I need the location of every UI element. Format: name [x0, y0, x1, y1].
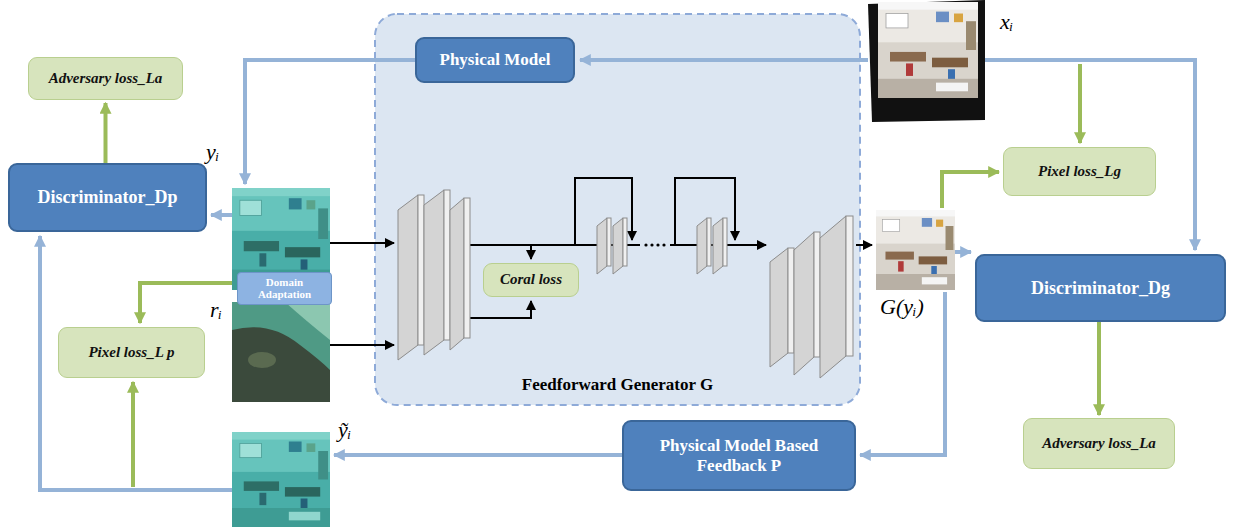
- node-text: Feedforward Generator G: [375, 375, 860, 395]
- layer-slabs-part: [713, 218, 723, 274]
- generator-arrows-part: [330, 242, 394, 244]
- node-text: Adversary loss_La: [49, 70, 163, 87]
- green-arrows: [133, 64, 1080, 487]
- process-box: Physical Model: [415, 37, 575, 83]
- layer-slabs-part: [723, 218, 727, 266]
- node-text: Pixel loss_Lg: [1038, 163, 1121, 180]
- blue-arrows-part: [860, 292, 945, 455]
- blue-arrows-part: [985, 60, 1195, 250]
- node-text: Discriminator_Dg: [1031, 278, 1170, 299]
- image-label: G(yᵢ): [880, 295, 924, 319]
- adaptation-tag: Domain Adaptation: [237, 272, 332, 305]
- layer-slabs-part: [623, 218, 627, 266]
- green-arrows-part: [140, 283, 232, 323]
- layer-slabs-part: [597, 218, 607, 274]
- generator-group: Feedforward Generator G Coral loss: [375, 14, 860, 405]
- blue-arrows-part: [334, 453, 622, 457]
- image-r: [232, 302, 330, 402]
- loss-box: Pixel loss_Lg: [1003, 147, 1156, 196]
- layer-slabs-part: [613, 218, 623, 274]
- layer-slabs-part: [707, 218, 711, 266]
- layer-slabs-part: [697, 218, 707, 274]
- ellipsis-dots-part: [650, 243, 653, 246]
- layer-slabs-part: [444, 190, 450, 340]
- layer-slabs-part: [424, 190, 444, 355]
- layer-slabs-part: [846, 216, 853, 356]
- node-text: Discriminator_Dp: [38, 187, 178, 208]
- ellipsis-dots-part: [656, 243, 659, 246]
- image-label: rᵢ: [210, 298, 222, 322]
- image-x: [868, 0, 985, 122]
- layer-slabs-part: [607, 218, 611, 266]
- layer-slabs-part: [788, 248, 794, 353]
- layer-slabs-part: [820, 216, 846, 378]
- image-r-part: [232, 302, 330, 402]
- image-r-part: [232, 327, 330, 402]
- ellipsis-dots-part: [662, 243, 665, 246]
- blue-arrows-part: [955, 250, 971, 254]
- image-r-part: [248, 352, 276, 368]
- layer-slabs: [398, 190, 853, 378]
- loss-box: Pixel loss_L p: [58, 327, 205, 378]
- image-y-tilde: [232, 432, 330, 527]
- blue-arrows-part: [580, 58, 868, 62]
- blue-arrows-part: [245, 60, 415, 184]
- layer-slabs-part: [398, 195, 418, 360]
- image-label: xᵢ: [1000, 10, 1013, 34]
- image-label: ỹᵢ: [338, 418, 351, 442]
- layer-slabs-part: [450, 198, 464, 350]
- node-text: Pixel loss_L p: [88, 344, 174, 361]
- image-x-part: [868, 0, 985, 122]
- node-text: Adversary loss_La: [1042, 435, 1156, 452]
- node-text: Domain Adaptation: [241, 277, 328, 300]
- generator-arrows-part: [470, 301, 531, 318]
- image-g-part: [876, 210, 955, 290]
- layer-slabs-part: [418, 195, 424, 345]
- loss-box: Adversary loss_La: [28, 57, 183, 100]
- blue-arrows-part: [211, 213, 232, 217]
- loss-box: Adversary loss_La: [1023, 418, 1175, 469]
- blue-arrows-part: [40, 236, 232, 490]
- image-x-part: [878, 2, 978, 98]
- ellipsis-dots: [644, 243, 665, 246]
- generator-arrows-part: [856, 244, 872, 246]
- generator-arrows-part: [530, 245, 532, 259]
- image-g: [876, 210, 955, 290]
- layer-slabs-part: [794, 232, 814, 375]
- ellipsis-dots-part: [644, 243, 647, 246]
- node-text: Coral loss: [500, 271, 562, 288]
- layer-slabs-part: [814, 232, 820, 357]
- green-arrows-part: [942, 172, 999, 208]
- green-arrows-part: [131, 382, 135, 487]
- layer-slabs-part: [770, 248, 788, 367]
- node-text: Physical Model Based Feedback P: [630, 436, 848, 475]
- image-r-part: [285, 302, 330, 340]
- node-text: Physical Model: [440, 50, 551, 70]
- loss-connector: [1097, 322, 1101, 415]
- process-box: Discriminator_Dp: [8, 163, 207, 232]
- loss-connector: [104, 103, 108, 163]
- process-box: Discriminator_Dg: [975, 254, 1226, 322]
- generator-arrows-part: [330, 344, 394, 346]
- generator-region: [375, 14, 860, 405]
- edge-layer: [106, 103, 1100, 415]
- layer-slabs-part: [464, 198, 470, 338]
- loss-box: Coral loss: [483, 263, 579, 297]
- image-label: yᵢ: [206, 140, 219, 164]
- image-y-tilde-part: [232, 432, 330, 527]
- process-box: Physical Model Based Feedback P: [622, 420, 856, 491]
- green-arrows-part: [1078, 64, 1082, 143]
